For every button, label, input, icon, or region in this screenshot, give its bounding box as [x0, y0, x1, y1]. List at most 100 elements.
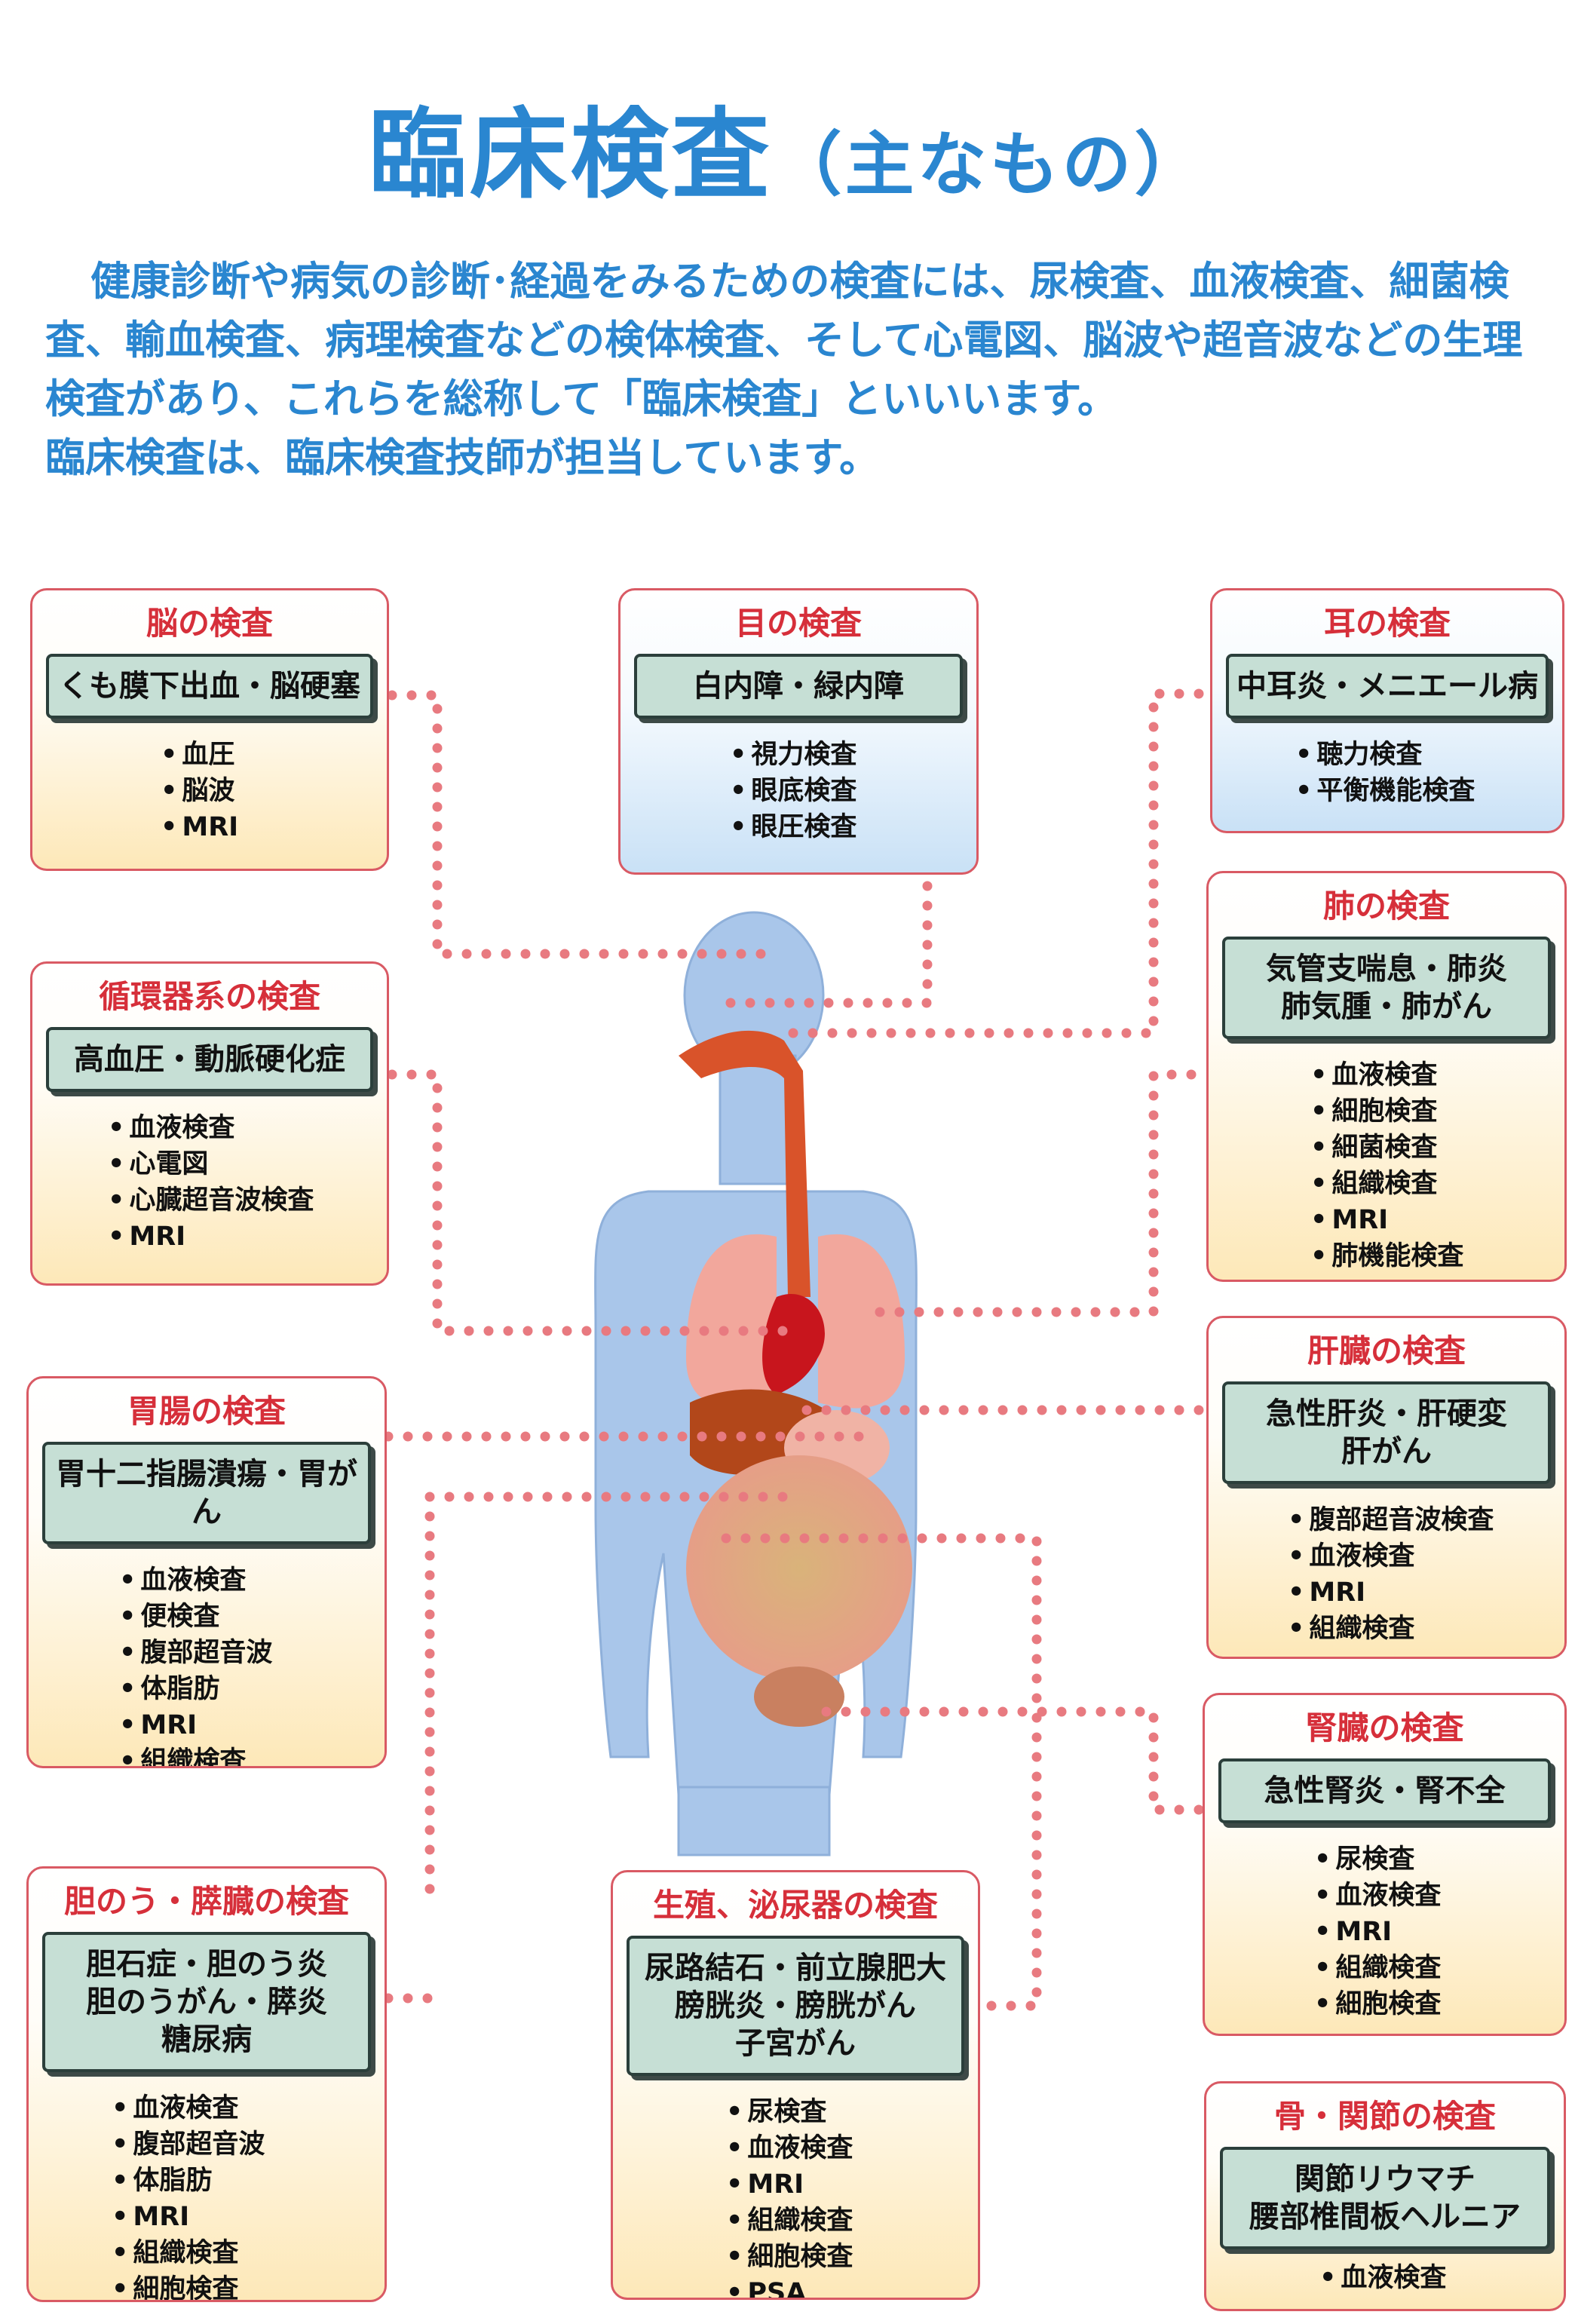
list-item: 血圧 — [161, 737, 387, 773]
list-item: 細胞検査 — [726, 2239, 978, 2275]
list-item: PSA — [726, 2275, 978, 2298]
list-item: MRI — [119, 1707, 385, 1743]
circulatory-disease-line: 高血圧・動脈硬化症 — [74, 1042, 345, 1077]
list-item: 細胞検査 — [1314, 1986, 1564, 2022]
page-title: 臨床検査（主なもの） — [0, 106, 1575, 204]
reproductive-urinary-exam-box: 生殖、泌尿器の検査 尿路結石・前立腺肥大 膀胱炎・膀胱がん 子宮がん 尿検査 血… — [611, 1870, 980, 2300]
eye-disease-line: 白内障・緑内障 — [693, 669, 904, 704]
list-item: 組織検査 — [726, 2203, 978, 2239]
list-item: 組織検査 — [1310, 1166, 1564, 1202]
eye-exam-title: 目の検査 — [734, 605, 862, 642]
stomach-exam-box: 胃腸の検査 胃十二指腸潰瘍・胃がん 血液検査 便検査 腹部超音波 体脂肪 MRI… — [26, 1376, 387, 1768]
bone-disease: 関節リウマチ 腰部椎間板ヘルニア — [1220, 2147, 1550, 2249]
list-item: 血液検査 — [1319, 2260, 1564, 2296]
circulatory-exam-title: 循環器系の検査 — [98, 978, 320, 1015]
bone-disease-line: 腰部椎間板ヘルニア — [1249, 2200, 1521, 2234]
list-item: 血液検査 — [1314, 1878, 1564, 1914]
list-item: 細胞検査 — [112, 2271, 385, 2300]
brain-exam-title: 脳の検査 — [146, 605, 273, 642]
list-item: 眼底検査 — [730, 773, 976, 809]
liver-exam-box: 肝臓の検査 急性肝炎・肝硬変 肝がん 腹部超音波検査 血液検査 MRI 組織検査 — [1206, 1316, 1567, 1659]
list-item: 腹部超音波 — [119, 1635, 385, 1671]
ear-exam-title: 耳の検査 — [1323, 605, 1451, 642]
list-item: 血液検査 — [726, 2130, 978, 2166]
lung-disease-line: 気管支喘息・肺炎 — [1266, 952, 1507, 986]
list-item: 視力検査 — [730, 737, 976, 773]
list-item: 腹部超音波検査 — [1288, 1502, 1564, 1538]
gallbladder-disease-line: 胆のうがん・膵炎 — [86, 1985, 327, 2019]
title-main: 臨床検査 — [368, 97, 773, 212]
urinary-disease-line: 尿路結石・前立腺肥大 — [645, 1951, 946, 1985]
liver-disease: 急性肝炎・肝硬変 肝がん — [1222, 1381, 1551, 1484]
gallbladder-test-list: 血液検査 腹部超音波 体脂肪 MRI 組織検査 細胞検査 — [29, 2090, 385, 2300]
bone-joint-exam-box: 骨・関節の検査 関節リウマチ 腰部椎間板ヘルニア 血液検査 — [1204, 2081, 1566, 2311]
brain-test-list: 血圧 脳波 MRI — [32, 737, 387, 845]
bone-test-list: 血液検査 — [1206, 2260, 1564, 2296]
lung-exam-box: 肺の検査 気管支喘息・肺炎 肺気腫・肺がん 血液検査 細胞検査 細菌検査 組織検… — [1206, 871, 1567, 1282]
list-item: 組織検査 — [1314, 1950, 1564, 1986]
eye-disease: 白内障・緑内障 — [634, 654, 963, 719]
urinary-exam-title: 生殖、泌尿器の検査 — [652, 1887, 938, 1924]
brain-exam-box: 脳の検査 くも膜下出血・脳硬塞 血圧 脳波 MRI — [30, 588, 389, 871]
list-item: 平衡機能検査 — [1295, 773, 1562, 809]
list-item: 血液検査 — [1288, 1538, 1564, 1574]
brain-disease-line: くも膜下出血・脳硬塞 — [59, 669, 360, 704]
urinary-disease: 尿路結石・前立腺肥大 膀胱炎・膀胱がん 子宮がん — [627, 1936, 964, 2076]
list-item: 心電図 — [108, 1146, 387, 1182]
kidney-test-list: 尿検査 血液検査 MRI 組織検査 細胞検査 — [1205, 1841, 1564, 2022]
lung-test-list: 血液検査 細胞検査 細菌検査 組織検査 MRI 肺機能検査 — [1209, 1057, 1564, 1274]
ear-test-list: 聴力検査 平衡機能検査 — [1212, 737, 1562, 809]
liver-disease-line: 急性肝炎・肝硬変 — [1266, 1397, 1507, 1431]
list-item: 聴力検査 — [1295, 737, 1562, 773]
list-item: 脳波 — [161, 773, 387, 809]
ear-disease-line: 中耳炎・メニエール病 — [1236, 669, 1538, 704]
list-item: 心臓超音波検査 — [108, 1182, 387, 1219]
circulatory-disease: 高血圧・動脈硬化症 — [46, 1027, 373, 1092]
list-item: 腹部超音波 — [112, 2126, 385, 2163]
list-item: MRI — [726, 2166, 978, 2203]
list-item: 血液検査 — [108, 1110, 387, 1146]
list-item: MRI — [1314, 1914, 1564, 1950]
urinary-test-list: 尿検査 血液検査 MRI 組織検査 細胞検査 PSA — [613, 2094, 978, 2298]
intro-paragraph-2: 臨床検査は、臨床検査技師が担当しています。 — [45, 435, 880, 481]
list-item: 眼圧検査 — [730, 809, 976, 845]
eye-exam-box: 目の検査 白内障・緑内障 視力検査 眼底検査 眼圧検査 — [618, 588, 979, 875]
gallbladder-disease-line: 糖尿病 — [161, 2022, 252, 2057]
list-item: MRI — [161, 809, 387, 845]
ear-exam-box: 耳の検査 中耳炎・メニエール病 聴力検査 平衡機能検査 — [1210, 588, 1564, 833]
kidney-exam-box: 腎臓の検査 急性腎炎・腎不全 尿検査 血液検査 MRI 組織検査 細胞検査 — [1203, 1693, 1567, 2036]
bone-exam-title: 骨・関節の検査 — [1273, 2098, 1496, 2135]
circulatory-exam-box: 循環器系の検査 高血圧・動脈硬化症 血液検査 心電図 心臓超音波検査 MRI — [30, 961, 389, 1286]
gallbladder-disease-line: 胆石症・胆のう炎 — [86, 1947, 327, 1982]
intro-paragraph-1: 健康診断や病気の診断･経過をみるための検査には、尿検査、血液検査、細菌検査、輸血… — [45, 259, 1523, 422]
list-item: 体脂肪 — [112, 2163, 385, 2199]
stomach-exam-title: 胃腸の検査 — [127, 1393, 286, 1430]
list-item: 血液検査 — [1310, 1057, 1564, 1093]
list-item: MRI — [1310, 1202, 1564, 1238]
liver-test-list: 腹部超音波検査 血液検査 MRI 組織検査 — [1209, 1502, 1564, 1647]
circulatory-test-list: 血液検査 心電図 心臓超音波検査 MRI — [32, 1110, 387, 1255]
list-item: 組織検査 — [112, 2235, 385, 2271]
urinary-disease-line: 膀胱炎・膀胱がん — [675, 1988, 916, 2023]
gallbladder-disease: 胆石症・胆のう炎 胆のうがん・膵炎 糖尿病 — [42, 1932, 371, 2072]
eye-test-list: 視力検査 眼底検査 眼圧検査 — [621, 737, 976, 845]
list-item: MRI — [112, 2199, 385, 2235]
list-item: MRI — [1288, 1574, 1564, 1611]
liver-exam-title: 肝臓の検査 — [1307, 1332, 1466, 1369]
brain-disease: くも膜下出血・脳硬塞 — [46, 654, 373, 719]
list-item: 肺機能検査 — [1310, 1238, 1564, 1274]
list-item: 組織検査 — [119, 1743, 385, 1766]
list-item: 血液検査 — [112, 2090, 385, 2126]
liver-disease-line: 肝がん — [1341, 1434, 1432, 1469]
list-item: 便検査 — [119, 1599, 385, 1635]
stomach-disease: 胃十二指腸潰瘍・胃がん — [42, 1442, 371, 1544]
list-item: 細胞検査 — [1310, 1093, 1564, 1130]
lung-disease: 気管支喘息・肺炎 肺気腫・肺がん — [1222, 937, 1551, 1039]
list-item: 組織検査 — [1288, 1611, 1564, 1647]
intro-text: 健康診断や病気の診断･経過をみるための検査には、尿検査、血液検査、細菌検査、輸血… — [45, 253, 1545, 488]
title-sub: （主なもの） — [772, 124, 1207, 205]
kidney-exam-title: 腎臓の検査 — [1305, 1709, 1464, 1746]
kidney-disease-line: 急性腎炎・腎不全 — [1264, 1774, 1506, 1808]
